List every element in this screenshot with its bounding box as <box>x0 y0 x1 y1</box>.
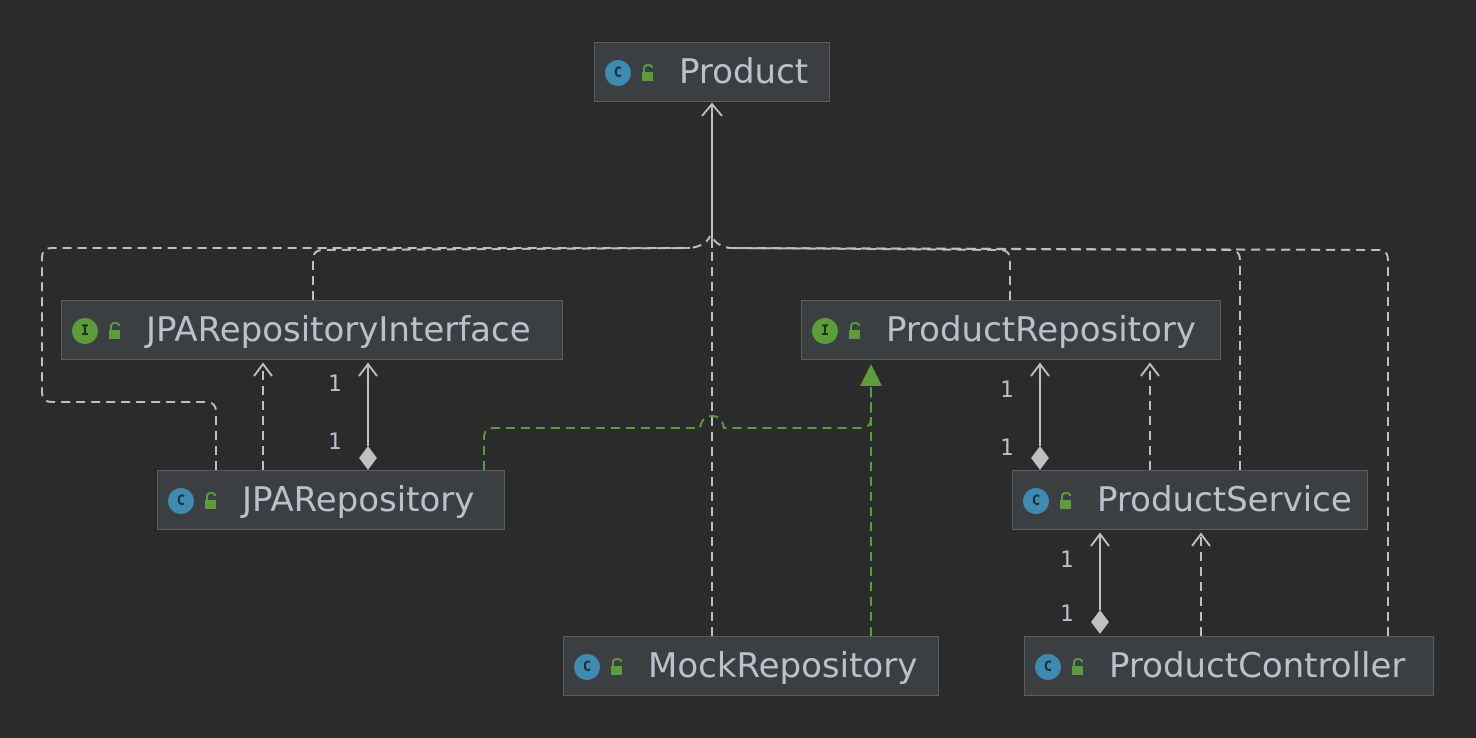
class-node-mockrepository[interactable]: C MockRepository <box>563 636 939 696</box>
public-lock-icon <box>205 492 216 509</box>
arrowhead-productservice-composition <box>1090 532 1110 547</box>
class-icon: C <box>168 488 194 514</box>
arrowhead-productrepository-composition <box>1030 362 1050 377</box>
class-name: Product <box>679 52 809 92</box>
arrowhead-interface-composition <box>358 362 378 377</box>
interface-icon: I <box>812 318 838 344</box>
arrowhead-interface-dependency <box>253 362 273 377</box>
class-node-product[interactable]: C Product <box>594 42 830 102</box>
arrowhead-productservice-dependency <box>1191 532 1211 547</box>
class-name: JPARepository <box>242 480 475 520</box>
edge-productrepository-to-product <box>729 247 1011 300</box>
class-node-productcontroller[interactable]: C ProductController <box>1024 636 1434 696</box>
interface-icon: I <box>72 318 98 344</box>
multiplicity-jpa-source: 1 <box>328 430 341 455</box>
arrowhead-productrepository-dependency <box>1140 362 1160 377</box>
diamond-productcontroller <box>1091 610 1109 634</box>
edge-jparepository-realizes-productrepository <box>483 386 872 470</box>
edge-productcontroller-to-product <box>711 235 1389 636</box>
public-lock-icon <box>1060 492 1071 509</box>
class-icon: C <box>1023 488 1049 514</box>
multiplicity-repo-target: 1 <box>1000 378 1013 403</box>
diamond-productservice <box>1031 446 1049 470</box>
interface-node-jparepositoryinterface[interactable]: I JPARepositoryInterface <box>61 300 563 360</box>
class-name: ProductController <box>1109 646 1406 686</box>
interface-name: ProductRepository <box>886 310 1196 350</box>
public-lock-icon <box>109 322 120 339</box>
multiplicity-service-target: 1 <box>1060 548 1073 573</box>
edge-jparepositoryinterface-to-product <box>312 247 691 300</box>
edge-jparepository-to-product <box>41 235 711 470</box>
public-lock-icon <box>611 658 622 675</box>
class-icon: C <box>1035 654 1061 680</box>
multiplicity-jpa-target: 1 <box>328 372 341 397</box>
multiplicity-repo-source: 1 <box>1000 436 1013 461</box>
multiplicity-service-source: 1 <box>1060 602 1073 627</box>
class-name: MockRepository <box>648 646 918 686</box>
arrowhead-product <box>701 102 723 117</box>
public-lock-icon <box>849 322 860 339</box>
interface-name: JPARepositoryInterface <box>146 310 531 350</box>
class-node-jparepository[interactable]: C JPARepository <box>157 470 505 530</box>
interface-node-productrepository[interactable]: I ProductRepository <box>801 300 1221 360</box>
diamond-jparepository <box>359 446 377 470</box>
public-lock-icon <box>1072 658 1083 675</box>
class-node-productservice[interactable]: C ProductService <box>1012 470 1368 530</box>
triangle-productrepository <box>860 364 882 386</box>
class-icon: C <box>605 60 631 86</box>
public-lock-icon <box>642 64 653 81</box>
class-icon: C <box>574 654 600 680</box>
class-name: ProductService <box>1097 480 1352 520</box>
